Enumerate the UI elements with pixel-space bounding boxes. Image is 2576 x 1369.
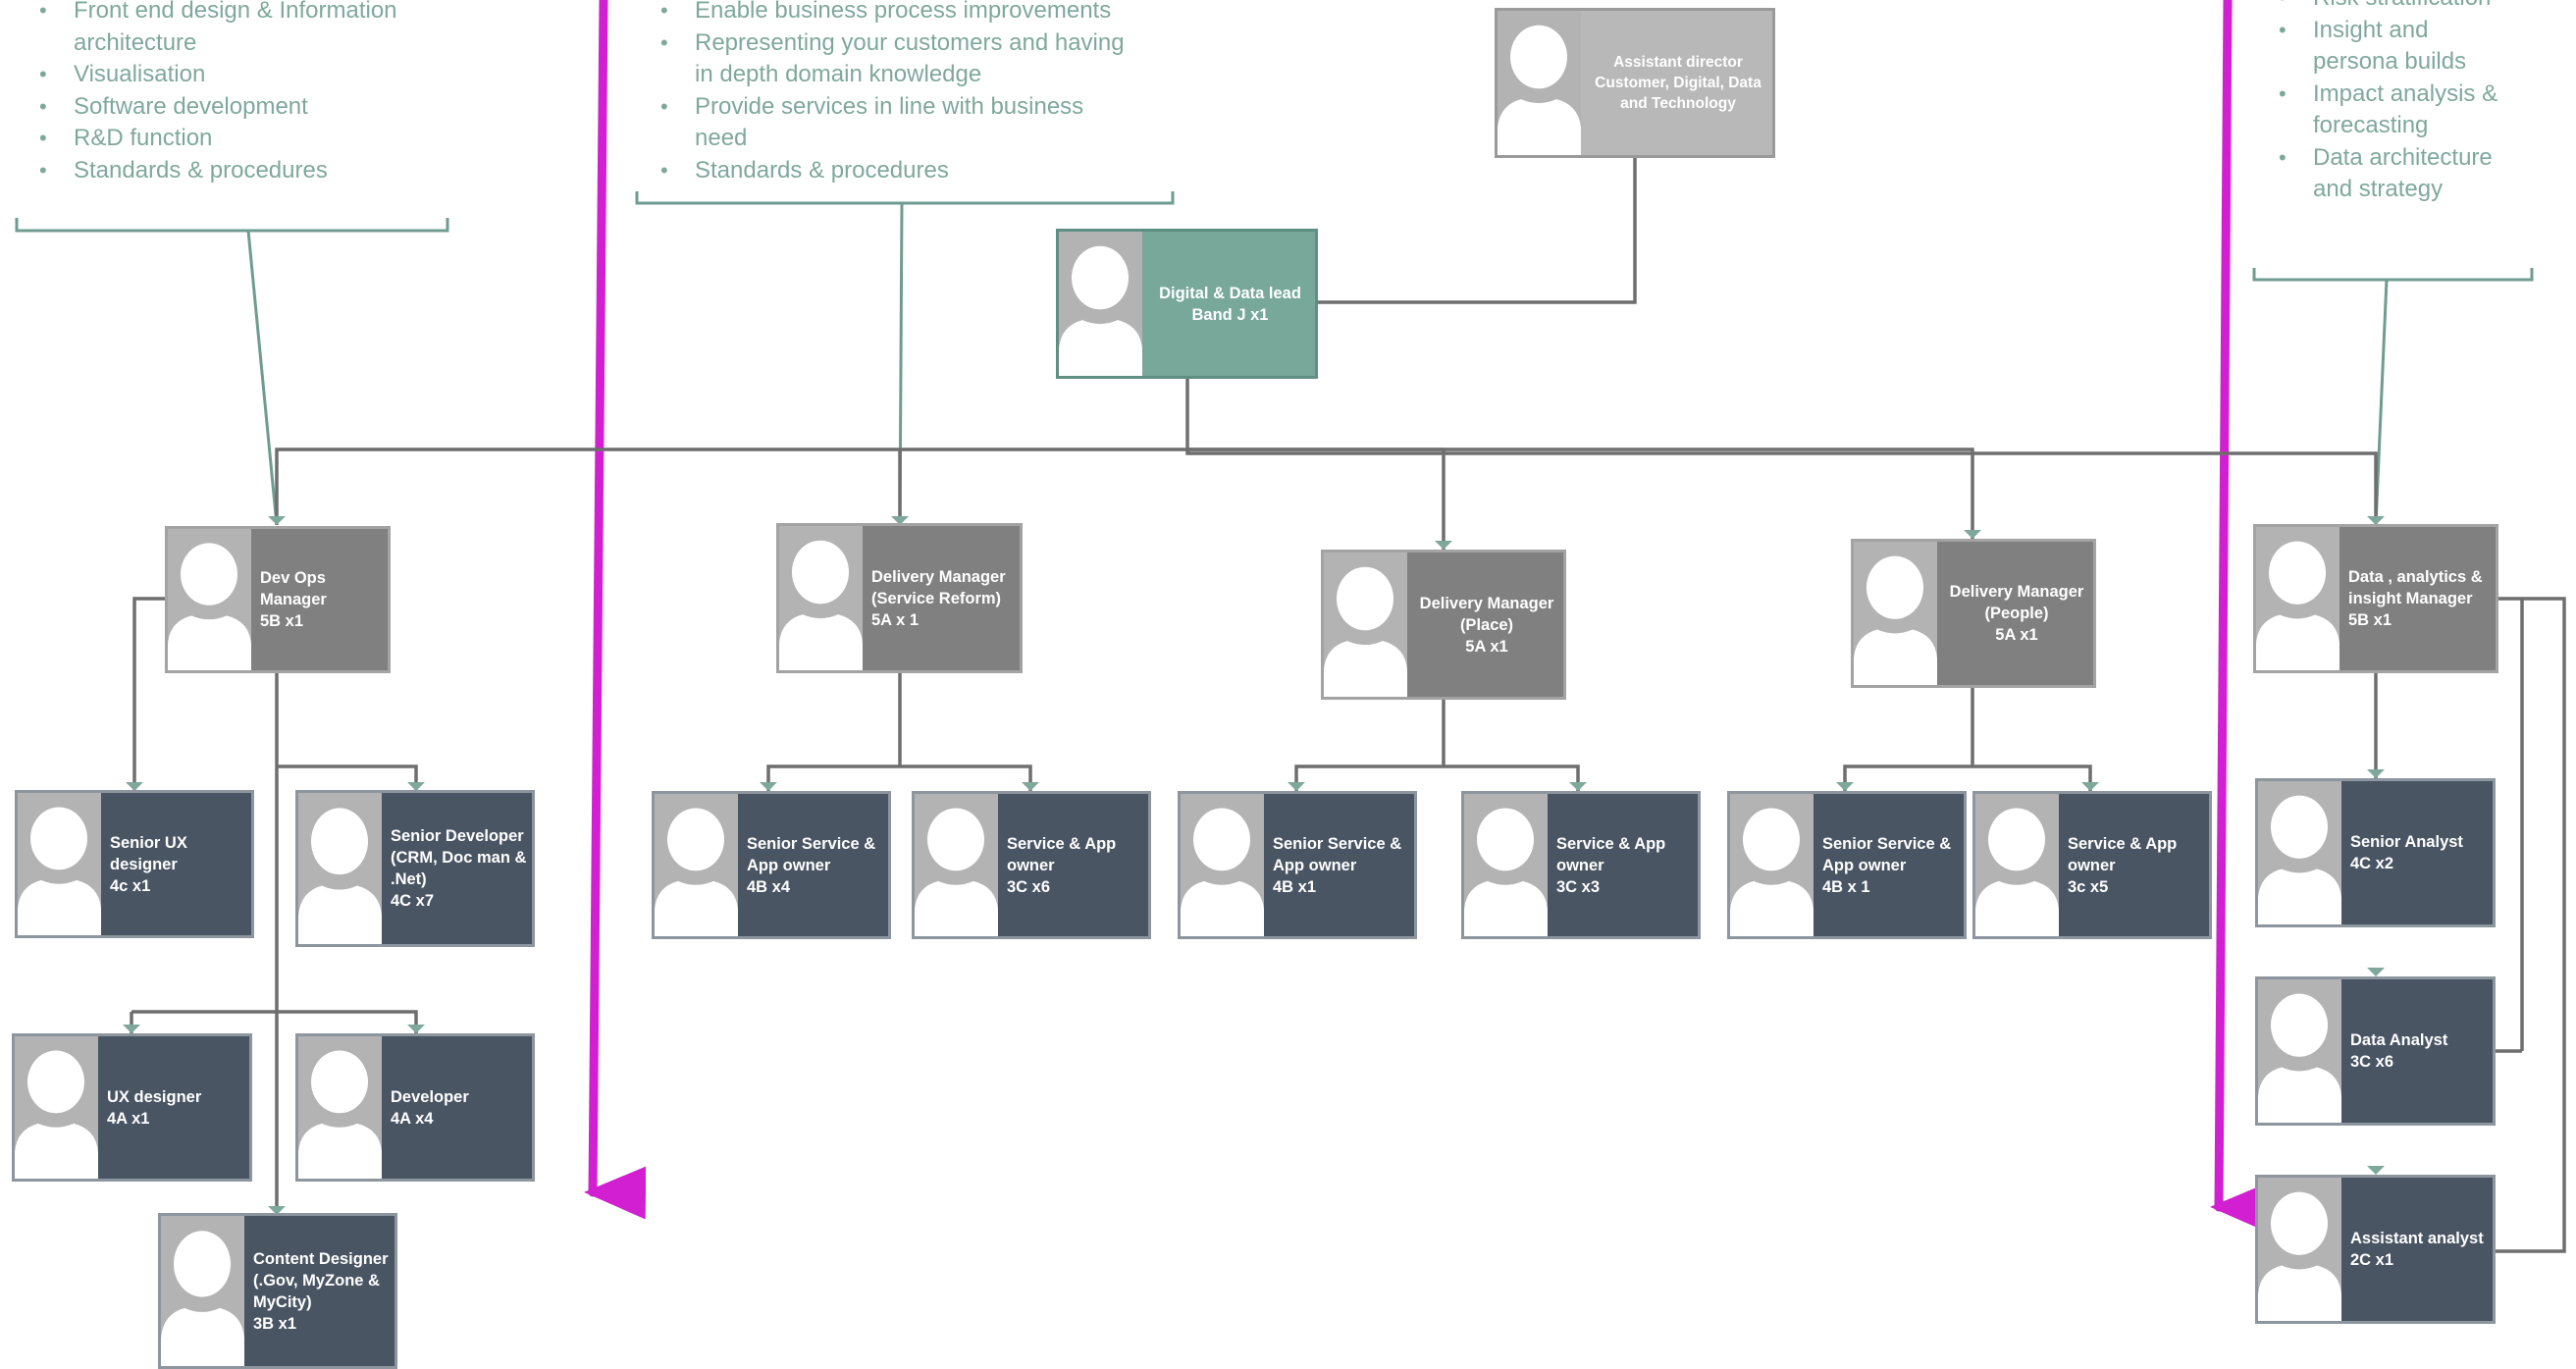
person-placeholder-icon <box>2258 781 2341 924</box>
note-item: Visualisation <box>27 59 489 91</box>
role-card-delivery-manager-people: Delivery Manager (People) 5A x1 <box>1851 539 2096 688</box>
person-placeholder-icon <box>2258 979 2341 1123</box>
role-card-data-analyst: Data Analyst 3C x6 <box>2255 976 2496 1126</box>
person-placeholder-icon <box>18 793 101 935</box>
role-card-senior-ux-designer: Senior UX designer 4c x1 <box>15 790 254 938</box>
note-item: Front end design & Informationarchitectu… <box>27 0 489 59</box>
role-card-digital-data-lead: Digital & Data lead Band J x1 <box>1056 229 1318 379</box>
person-placeholder-icon <box>915 794 998 936</box>
person-placeholder-icon <box>779 526 863 670</box>
left-divider-arrow <box>584 0 647 1220</box>
role-card-content-designer: Content Designer (.Gov, MyZone & MyCity)… <box>158 1213 397 1369</box>
note-item: Standards & procedures <box>27 155 489 187</box>
note-item: Provide services in line with businessne… <box>649 91 1198 155</box>
delivery-responsibilities-list: Enable business process improvements Rep… <box>649 0 1198 186</box>
role-card-assistant-analyst: Assistant analyst 2C x1 <box>2255 1175 2496 1324</box>
person-placeholder-icon <box>2258 1178 2341 1321</box>
note-item: Impact analysis &forecasting <box>2267 79 2561 142</box>
role-card-developer: Developer 4A x4 <box>295 1033 535 1182</box>
role-card-delivery-manager-place: Delivery Manager (Place) 5A x1 <box>1321 550 1566 700</box>
person-placeholder-icon <box>1730 794 1814 936</box>
person-placeholder-icon <box>1498 11 1581 155</box>
person-placeholder-icon <box>1854 542 1937 685</box>
person-placeholder-icon <box>168 529 251 670</box>
right-divider-arrow <box>2210 0 2273 1235</box>
role-card-delivery-manager-service-reform: Delivery Manager (Service Reform) 5A x 1 <box>776 523 1023 673</box>
role-card-senior-service-app-owner-place: Senior Service & App owner 4B x1 <box>1178 791 1417 939</box>
person-placeholder-icon <box>1181 794 1264 936</box>
note-item: Enable business process improvements <box>649 0 1198 27</box>
person-placeholder-icon <box>1464 794 1548 936</box>
person-placeholder-icon <box>1059 232 1142 376</box>
role-card-assistant-director: Assistant director Customer, Digital, Da… <box>1495 8 1775 158</box>
role-card-senior-analyst: Senior Analyst 4C x2 <box>2255 778 2496 927</box>
org-connectors <box>130 157 2566 1253</box>
person-placeholder-icon <box>1324 553 1407 697</box>
person-placeholder-icon <box>161 1216 244 1366</box>
role-card-service-app-owner-people: Service & App owner 3c x5 <box>1972 791 2212 939</box>
person-placeholder-icon <box>1975 794 2059 936</box>
person-placeholder-icon <box>298 793 382 944</box>
note-item: R&D function <box>27 123 489 155</box>
person-placeholder-icon <box>2256 527 2339 670</box>
person-placeholder-icon <box>655 794 738 936</box>
note-item: Risk stratification <box>2267 0 2561 15</box>
note-brackets <box>15 191 2534 526</box>
role-card-service-app-owner-reform: Service & App owner 3C x6 <box>912 791 1151 939</box>
role-card-senior-service-app-owner-reform: Senior Service & App owner 4B x4 <box>652 791 891 939</box>
role-card-ux-designer: UX designer 4A x1 <box>12 1033 252 1182</box>
role-card-devops-manager: Dev Ops Manager 5B x1 <box>165 526 391 673</box>
person-placeholder-icon <box>298 1036 382 1179</box>
role-card-service-app-owner-place: Service & App owner 3C x3 <box>1461 791 1701 939</box>
note-item: Standards & procedures <box>649 155 1198 187</box>
role-card-data-analytics-manager: Data , analytics & insight Manager 5B x1 <box>2253 524 2498 673</box>
devops-responsibilities-list: Front end design & Informationarchitectu… <box>27 0 489 186</box>
left-note-bracket <box>15 218 449 233</box>
middle-note-bracket <box>635 191 1175 205</box>
divider-arrows <box>584 0 2273 1235</box>
role-card-senior-service-app-owner-people: Senior Service & App owner 4B x 1 <box>1727 791 1967 939</box>
note-item: Representing your customers and havingin… <box>649 27 1198 91</box>
right-note-bracket <box>2252 268 2534 282</box>
note-item: Software development <box>27 91 489 124</box>
role-card-senior-developer: Senior Developer (CRM, Doc man & .Net) 4… <box>295 790 535 947</box>
person-placeholder-icon <box>15 1036 98 1179</box>
